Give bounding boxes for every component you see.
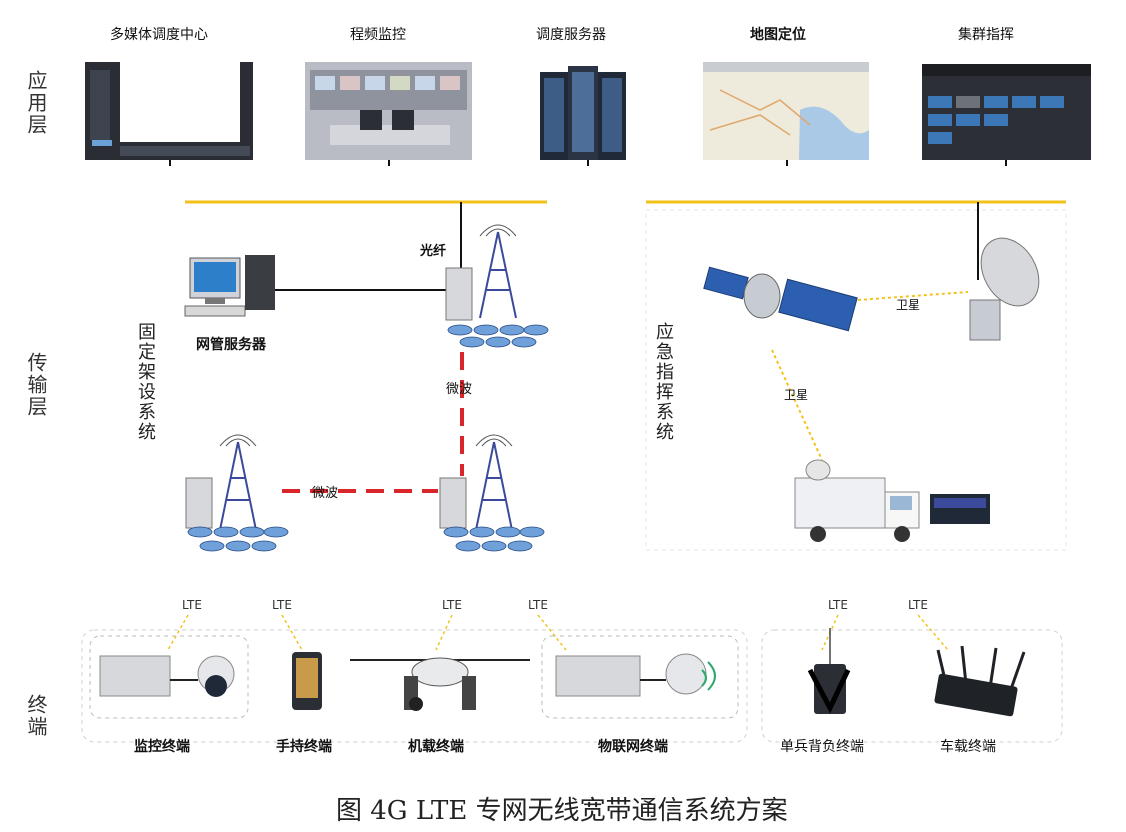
iot-terminal-label: 物联网终端 <box>598 739 668 755</box>
vehicle-terminal-icon <box>934 645 1026 717</box>
handheld-terminal-label: 手持终端 <box>276 739 332 755</box>
lte-label: LTE <box>442 598 462 612</box>
network-server-icon <box>184 255 275 317</box>
lte-label: LTE <box>182 598 202 612</box>
frequency-monitoring-label: 程频监控 <box>350 27 406 43</box>
base-station-tower-icon <box>439 434 545 552</box>
satellite-link-1 <box>857 291 969 301</box>
iot-terminal-box <box>541 635 739 719</box>
monitoring-room-image <box>305 62 472 160</box>
terminal-region-right <box>761 629 1063 743</box>
figure-caption: 图 4G LTE 专网无线宽带通信系统方案 <box>336 796 788 826</box>
satellite-label-1: 卫星 <box>896 298 921 312</box>
emergency-region <box>645 209 1067 551</box>
satellite-dish-icon <box>969 237 1040 341</box>
multimedia-center-label: 多媒体调度中心 <box>110 27 208 43</box>
iot-terminal-icon <box>555 653 716 697</box>
monitoring-terminal-icon <box>99 655 235 697</box>
transport-layer-label: 传输层 <box>24 352 48 418</box>
terminal-region-left <box>81 629 748 743</box>
dispatch-server-label: 调度服务器 <box>536 27 606 43</box>
dispatch-server-image <box>540 66 626 160</box>
fixed-system-label: 固定架设系统 <box>135 322 156 442</box>
lte-links <box>167 614 949 651</box>
terminal-layer-label: 终端 <box>24 694 48 738</box>
soldier-terminal-label: 单兵背负终端 <box>780 739 864 755</box>
monitoring-terminal-box <box>89 635 249 719</box>
emergency-vehicle-icon <box>794 459 990 542</box>
satellite-icon <box>703 266 858 332</box>
microwave-label-horizontal: 微波 <box>312 486 339 501</box>
application-layer-label: 应用层 <box>24 70 48 136</box>
satellite-label-2: 卫星 <box>784 388 809 402</box>
map-positioning-label: 地图定位 <box>750 27 806 43</box>
satellite-link-2 <box>771 349 823 461</box>
cluster-command-image <box>922 64 1091 160</box>
base-station-tower-icon <box>445 224 549 348</box>
map-positioning-image <box>703 62 869 160</box>
network-server-label: 网管服务器 <box>196 337 266 353</box>
soldier-terminal-icon <box>807 628 851 714</box>
handheld-terminal-icon <box>292 652 322 710</box>
drone-terminal-icon <box>350 657 530 711</box>
microwave-label-vertical: 微波 <box>446 382 473 397</box>
vehicle-terminal-label: 车载终端 <box>940 739 996 755</box>
app-connector-ticks <box>169 160 1007 166</box>
airborne-terminal-label: 机载终端 <box>408 739 464 755</box>
lte-label: LTE <box>272 598 292 612</box>
emergency-system-label: 应急指挥系统 <box>653 322 674 442</box>
cluster-command-label: 集群指挥 <box>958 27 1014 43</box>
lte-label: LTE <box>908 598 928 612</box>
multimedia-center-image <box>85 62 253 160</box>
fiber-label: 光纤 <box>420 244 447 259</box>
base-station-tower-icon <box>185 434 289 552</box>
lte-label: LTE <box>528 598 548 612</box>
lte-label: LTE <box>828 598 848 612</box>
monitoring-terminal-label: 监控终端 <box>134 739 190 755</box>
